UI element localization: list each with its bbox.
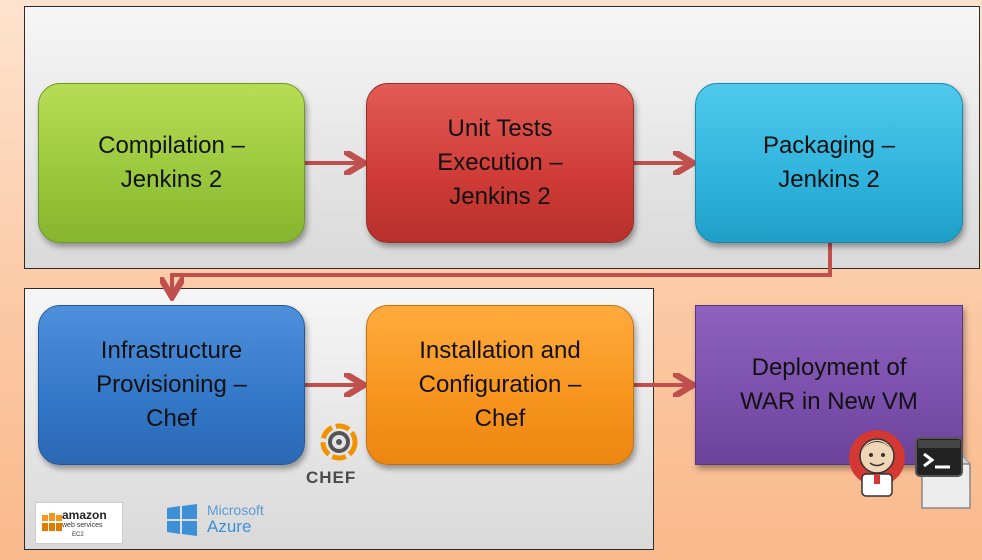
aws-ec2-text: EC2 [72,532,84,538]
unit-tests-stage-box: Unit Tests Execution – Jenkins 2 [366,83,634,243]
chef-logo-icon [320,423,358,461]
aws-logo-subtext: web services [62,522,103,529]
packaging-stage-box: Packaging – Jenkins 2 [695,83,963,243]
terminal-script-icon [915,437,971,509]
azure-logo-text: Azure [207,517,252,536]
unit-tests-stage-label: Unit Tests Execution – Jenkins 2 [437,115,563,210]
azure-microsoft-text: Microsoft [207,502,264,518]
installation-stage-box: Installation and Configuration – Chef [366,305,634,465]
jenkins-butler-icon [849,430,905,497]
arrow-packaging-to-infrastructure [172,243,832,293]
infrastructure-stage-box: Infrastructure Provisioning – Chef [38,305,305,465]
installation-stage-label: Installation and Configuration – Chef [418,337,582,432]
compilation-stage-box: Compilation – Jenkins 2 [38,83,305,243]
deployment-stage-label: Deployment of WAR in New VM [740,354,918,415]
chef-logo-text: CHEF [306,468,357,487]
azure-windows-icon [167,504,197,536]
packaging-stage-label: Packaging – Jenkins 2 [762,132,896,193]
aws-logo-icon [35,502,123,544]
compilation-stage-label: Compilation – Jenkins 2 [98,132,245,193]
infrastructure-stage-label: Infrastructure Provisioning – Chef [96,337,247,432]
aws-logo-text: amazon [62,508,107,522]
